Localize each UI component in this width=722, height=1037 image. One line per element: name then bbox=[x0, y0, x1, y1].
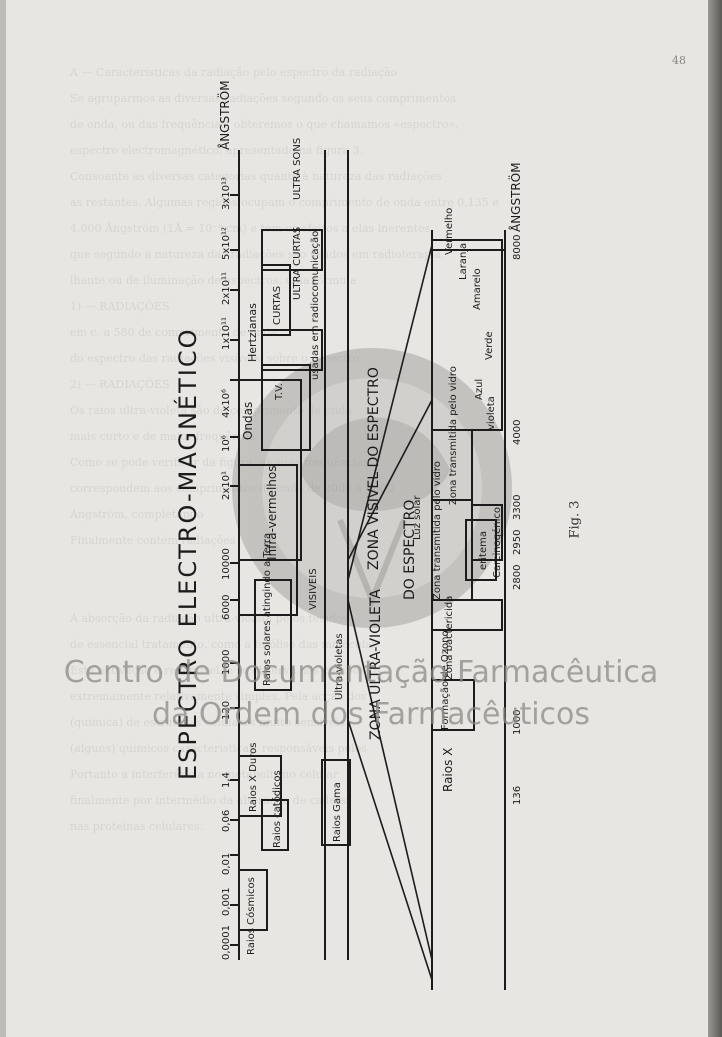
zone-connectors bbox=[347, 244, 433, 981]
page-edge-left bbox=[0, 0, 6, 1037]
band-label: Hertzianas bbox=[246, 303, 259, 362]
tick-label: 1x10¹¹ bbox=[221, 317, 232, 350]
tick-label: 0,0001 bbox=[221, 925, 232, 960]
band-label: Zona bactericida bbox=[444, 596, 455, 680]
band-label: ULTRA SONS bbox=[292, 138, 303, 200]
band-label: Vermelho bbox=[444, 208, 455, 255]
bottom-band-labels: Raios X Formação de Ozono Zona bacterici… bbox=[412, 208, 503, 792]
watermark-line-1: Centro de Documentação Farmacêutica bbox=[63, 655, 659, 690]
band-label: Formação de Ozono bbox=[440, 630, 451, 730]
tick-label: 8000 bbox=[512, 235, 523, 260]
tick-label: 136 bbox=[512, 786, 523, 805]
bleed-through-text: A — Características da radiação pelo esp… bbox=[70, 66, 499, 833]
band-label: violeta bbox=[486, 396, 497, 430]
band-label: Zona transmitida pelo vidro bbox=[432, 461, 443, 600]
tick-label: 0,01 bbox=[221, 853, 232, 875]
tick-label: 2x10¹¹ bbox=[221, 272, 232, 305]
band-label: Ultra-violetas bbox=[334, 633, 345, 700]
zone-visible-label: ZONA VISIVEL DO ESPECTRO bbox=[366, 367, 382, 570]
band-label: T.V. bbox=[274, 383, 285, 401]
tick-label: 1000 bbox=[512, 710, 523, 735]
band-label: Raios solares atingindo a Terra bbox=[262, 533, 273, 686]
band-label: Laranja bbox=[458, 243, 469, 280]
tick-label: 10⁶ bbox=[221, 435, 232, 452]
bottom-diagram bbox=[431, 230, 506, 990]
angstrom-label-bottom: ÅNGSTRÖM bbox=[507, 162, 523, 232]
band-label: Ondas bbox=[241, 402, 255, 440]
top-diagram bbox=[230, 150, 351, 960]
band-label: VISIVEIS bbox=[308, 568, 319, 610]
tick-label: 3300 bbox=[512, 495, 523, 520]
tick-label: 0,06 bbox=[221, 810, 232, 832]
band-label: Infra-vermelhos bbox=[265, 466, 279, 560]
page-number: 48 bbox=[672, 54, 686, 67]
tick-label: 3x10¹³ bbox=[221, 177, 232, 210]
band-label: Raios X Duros bbox=[248, 743, 259, 812]
tick-label: 2x10¹ bbox=[221, 471, 232, 500]
zone-visible-repeat: DO ESPECTRO bbox=[402, 500, 418, 600]
tick-label: 120 bbox=[221, 701, 232, 720]
watermark: Centro de Documentação Farmacêutica da O… bbox=[0, 652, 722, 736]
tick-label: 1000 bbox=[221, 650, 232, 675]
tick-label: 4000 bbox=[512, 420, 523, 445]
band-label: Verde bbox=[484, 331, 495, 360]
page-edge-right bbox=[708, 0, 722, 1037]
band-label: Raios X bbox=[441, 748, 455, 792]
zone-labels: ZONA ULTRA-VIOLETA ZONA VISIVEL DO ESPEC… bbox=[366, 367, 418, 740]
tick-label: 10000 bbox=[221, 548, 232, 580]
bottom-scale-labels: 136 1000 2800 2950 3300 4000 8000 ÅNGSTR… bbox=[507, 162, 523, 805]
tick-label: 2800 bbox=[512, 565, 523, 590]
figure-caption: Fig. 3 bbox=[567, 500, 583, 539]
tick-label: 5x10¹² bbox=[221, 227, 232, 260]
zone-uv-label: ZONA ULTRA-VIOLETA bbox=[368, 589, 384, 740]
band-label: Luz solar bbox=[412, 495, 423, 540]
band-label: usadas em radiocomunicação bbox=[310, 231, 321, 380]
figure-title: ESPECTRO ELECTRO-MAGNÉTICO bbox=[173, 328, 202, 780]
band-label: Raios Cósmicos bbox=[245, 877, 257, 955]
angstrom-label-top: ÅNGSTRÖM bbox=[216, 80, 232, 150]
watermark-line-2: da Ordem dos Farmacêuticos bbox=[151, 697, 591, 732]
top-band-labels: Raios Cósmicos Raios X Duros Raios catód… bbox=[241, 138, 345, 955]
band-label: Amarelo bbox=[472, 268, 483, 310]
tick-label: 4x10⁶ bbox=[221, 389, 232, 418]
tick-label: 0,001 bbox=[221, 887, 232, 916]
band-label: eritema bbox=[478, 531, 489, 570]
tick-label: 2950 bbox=[512, 530, 523, 555]
band-label: CURTAS bbox=[272, 286, 283, 325]
band-label: ULTRA CURTAS bbox=[292, 227, 303, 300]
band-label: Raios Gama bbox=[332, 782, 343, 842]
tick-label: 6000 bbox=[221, 595, 232, 620]
band-label: Zona transmitida pelo vidro bbox=[448, 366, 459, 505]
band-label: Carcinogénico bbox=[491, 507, 503, 578]
band-label: Raios catódicos bbox=[271, 770, 283, 848]
tick-label: 1,4 bbox=[221, 772, 232, 788]
band-label: Azul bbox=[474, 379, 485, 400]
top-scale-labels: 0,0001 0,001 0,01 0,06 1,4 120 1000 6000… bbox=[216, 80, 232, 960]
